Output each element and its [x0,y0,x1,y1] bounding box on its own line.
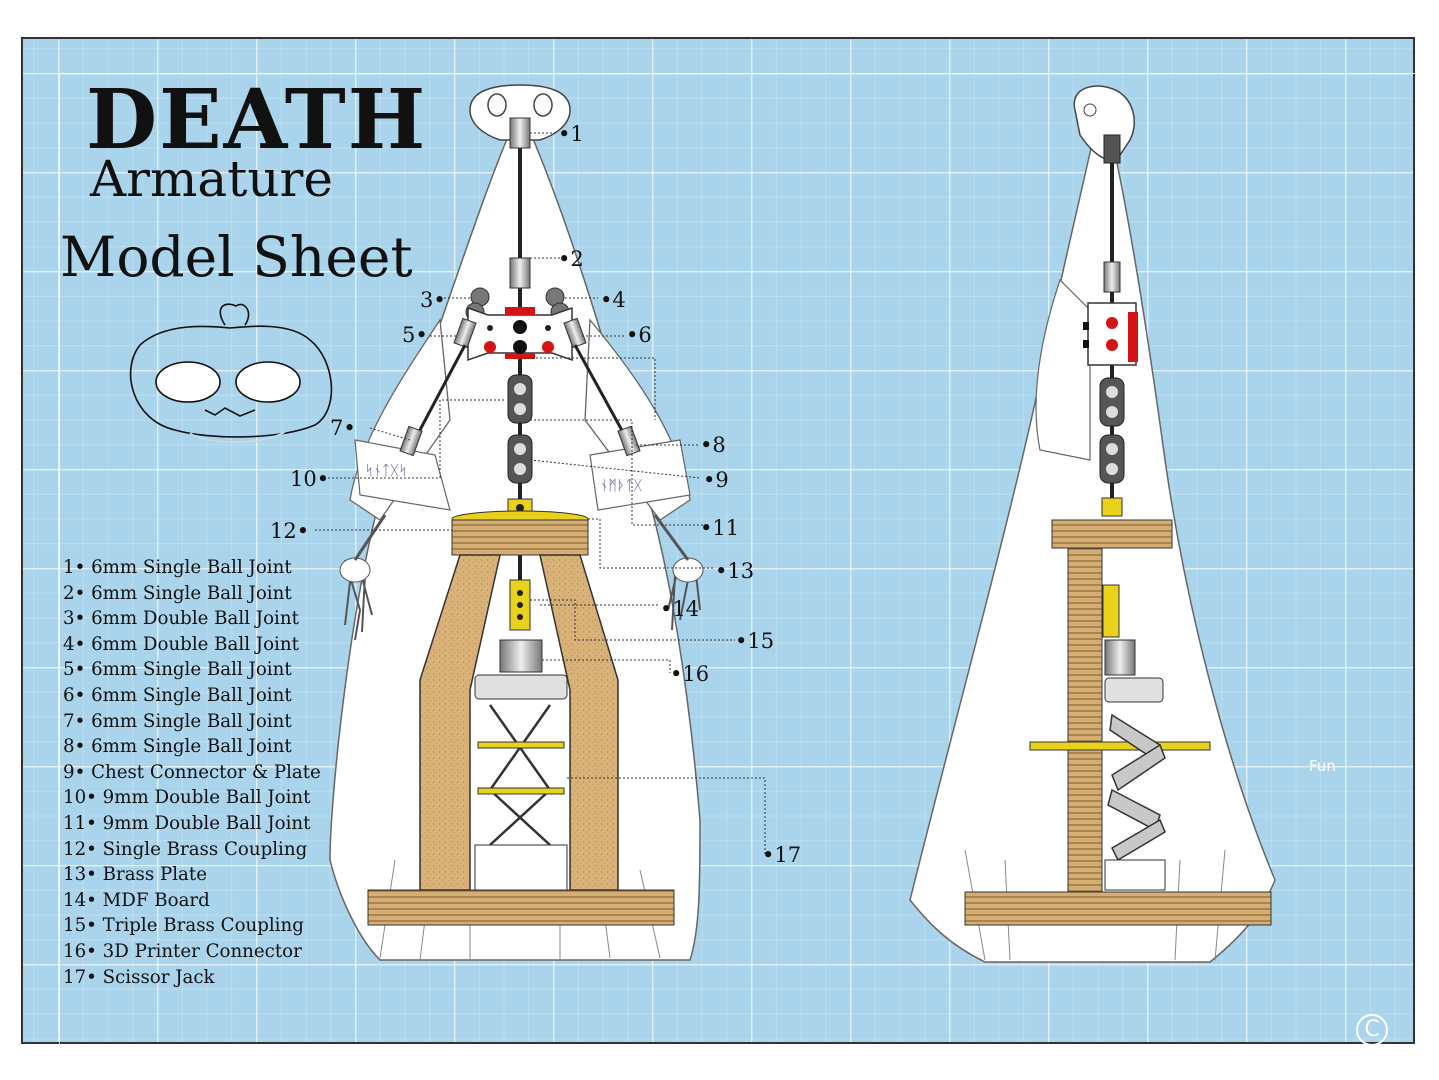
parts-list-item: 3• 6mm Double Ball Joint [63,608,299,630]
callout-14: •14 [660,597,700,621]
callout-2: •2 [558,247,584,271]
parts-list-item: 1• 6mm Single Ball Joint [63,557,292,578]
callout-12: 12• [270,519,310,543]
parts-list-item: 14• MDF Board [63,889,210,911]
parts-list-item: 9• Chest Connector & Plate [63,761,321,783]
callout-8: •8 [700,433,726,457]
parts-list-item: 5• 6mm Single Ball Joint [63,659,292,681]
front-top-plywood [451,519,589,556]
title-model-sheet: Model Sheet [60,225,413,289]
spine-double-joint-lower [507,434,533,484]
parts-list-item: 4• 6mm Double Ball Joint [63,633,299,655]
callout-1: •1 [558,122,584,146]
parts-list-item: 2• 6mm Single Ball Joint [63,582,292,604]
callout-9: •9 [703,468,729,492]
front-base-plywood [367,889,675,926]
callout-7: 7• [330,416,356,440]
fun-label: Fun [1309,757,1336,775]
parts-list-item: 16• 3D Printer Connector [63,940,302,962]
callout-3: 3• [420,288,446,312]
callout-17: •17 [762,843,802,867]
title-armature: Armature [90,150,334,208]
title-death: DEATH [86,72,428,168]
spine-double-joint-upper [507,374,533,424]
parts-list-item: 17• Scissor Jack [63,966,215,988]
parts-list: 1• 6mm Single Ball Joint 2• 6mm Single B… [63,555,321,990]
callout-4: •4 [600,288,626,312]
callout-5: 5• [402,323,428,347]
pumpkin-icon [129,303,333,443]
chest-plate [467,306,573,362]
parts-list-item: 15• Triple Brass Coupling [63,915,304,937]
callout-16: •16 [670,662,710,686]
svg-text:ᚾᛗᚦᛏᚷ: ᚾᛗᚦᛏᚷ [600,478,643,494]
parts-list-item: 8• 6mm Single Ball Joint [63,736,292,758]
side-view [909,85,1276,963]
parts-list-item: 12• Single Brass Coupling [63,838,308,860]
inner-frame [59,73,1421,1063]
callout-15: •15 [735,629,775,653]
parts-list-item: 13• Brass Plate [63,864,207,886]
copyright-icon: C [1356,1014,1388,1046]
parts-list-item: 11• 9mm Double Ball Joint [63,812,311,834]
callout-10: 10• [290,467,330,491]
callout-6: •6 [626,323,652,347]
front-skull [469,84,571,141]
svg-text:ᛋᚾᛏᚷᛋ: ᛋᚾᛏᚷᛋ [365,463,407,479]
parts-list-item: 10• 9mm Double Ball Joint [63,787,311,809]
callout-11: •11 [700,516,740,540]
parts-list-item: 7• 6mm Single Ball Joint [63,710,292,732]
blueprint-sheet [21,37,1421,1063]
front-view: ᛋᚾᛏᚷᛋ ᚾᛗᚦᛏᚷ [315,84,766,961]
callout-13: •13 [715,559,755,583]
parts-list-item: 6• 6mm Single Ball Joint [63,684,292,706]
